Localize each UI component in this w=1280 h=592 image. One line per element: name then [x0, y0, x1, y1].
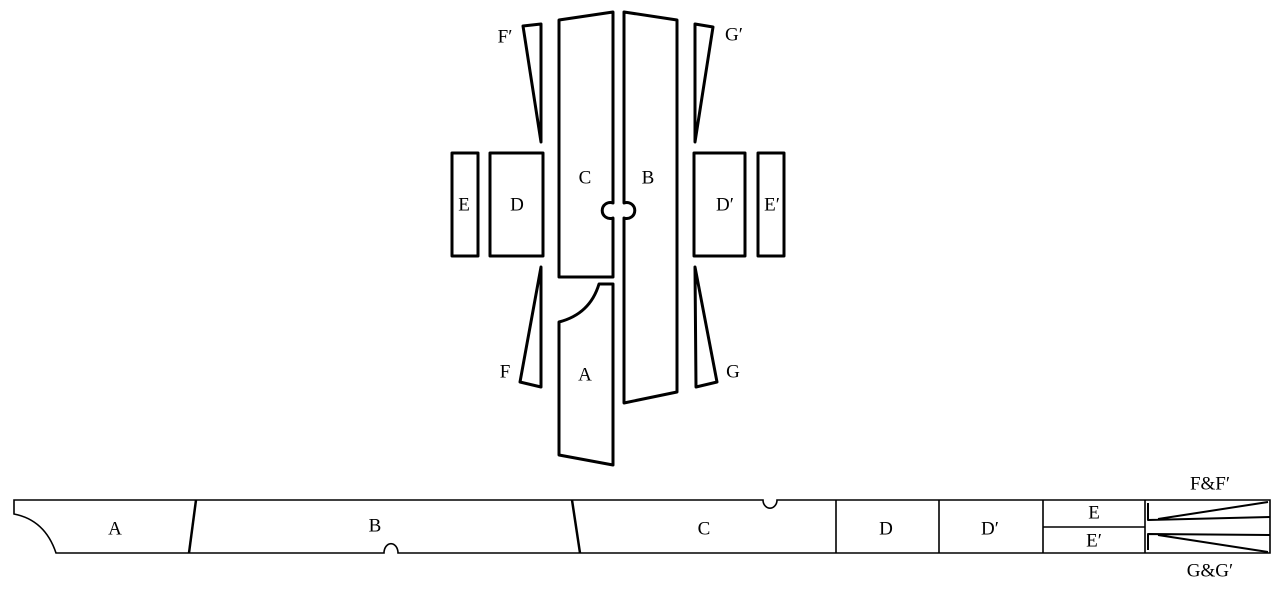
- piece-a: [557, 282, 615, 467]
- strip-label-ff-prime: F&F′: [1190, 473, 1230, 494]
- strip-label-e: E: [1088, 502, 1100, 523]
- label-b: B: [642, 167, 655, 188]
- top-layout: F′ G′ C B E D D′ E′ F A G: [450, 10, 786, 467]
- piece-e: [450, 151, 480, 258]
- label-c: C: [579, 167, 592, 188]
- label-f-prime: F′: [498, 26, 513, 47]
- strip-label-c: C: [698, 518, 711, 539]
- strip-layout: A B C D D′ E E′ F&F′ G&G′: [13, 473, 1271, 581]
- piece-b: [622, 10, 679, 405]
- divider-a-b: [187, 499, 198, 554]
- label-d: D: [510, 194, 524, 215]
- label-g: G: [726, 361, 740, 382]
- piece-d: [488, 151, 545, 258]
- label-e: E: [458, 194, 470, 215]
- divider-b-c: [570, 499, 582, 554]
- label-g-prime: G′: [725, 24, 743, 45]
- piece-e-prime: [756, 151, 786, 258]
- piece-d-prime: [692, 151, 747, 258]
- strip-label-gg-prime: G&G′: [1187, 560, 1233, 581]
- strip-label-b: B: [369, 515, 382, 536]
- piece-c: [557, 10, 615, 279]
- strip-label-d: D: [879, 518, 893, 539]
- piece-f: [518, 265, 543, 389]
- piece-f-prime: [521, 22, 543, 144]
- label-e-prime: E′: [764, 194, 780, 215]
- strip-label-d-prime: D′: [981, 518, 999, 539]
- label-a: A: [578, 364, 592, 385]
- strip-label-a: A: [108, 518, 122, 539]
- piece-ff-prime: [1147, 501, 1271, 521]
- strip-outline: [13, 499, 1271, 554]
- piece-g: [693, 265, 719, 389]
- piece-gg-prime: [1147, 533, 1271, 553]
- label-f: F: [500, 361, 511, 382]
- label-d-prime: D′: [716, 194, 734, 215]
- piece-g-prime: [693, 22, 715, 144]
- strip-label-e-prime: E′: [1086, 530, 1102, 551]
